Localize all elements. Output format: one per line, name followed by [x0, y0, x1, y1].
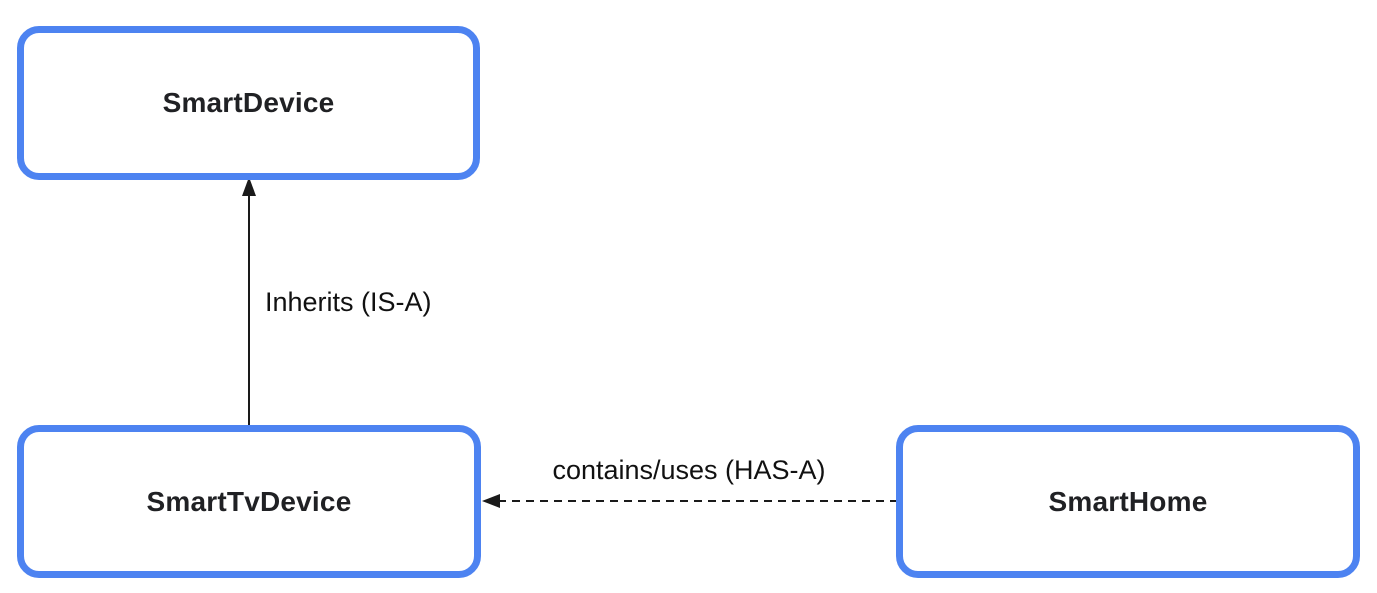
edge-inherits [242, 177, 256, 425]
node-smart-home-label: SmartHome [1048, 485, 1208, 517]
node-smart-tv-device-label: SmartTvDevice [146, 485, 352, 517]
edge-contains-label: contains/uses (HAS-A) [552, 455, 826, 485]
node-smart-device: SmartDevice [17, 26, 480, 180]
edge-inherits-label: Inherits (IS-A) [265, 287, 432, 317]
node-smart-home: SmartHome [896, 425, 1360, 578]
node-smart-tv-device: SmartTvDevice [17, 425, 481, 578]
node-smart-device-label: SmartDevice [162, 87, 335, 118]
edge-contains-arrowhead-icon [482, 494, 500, 508]
edge-contains [482, 494, 896, 508]
